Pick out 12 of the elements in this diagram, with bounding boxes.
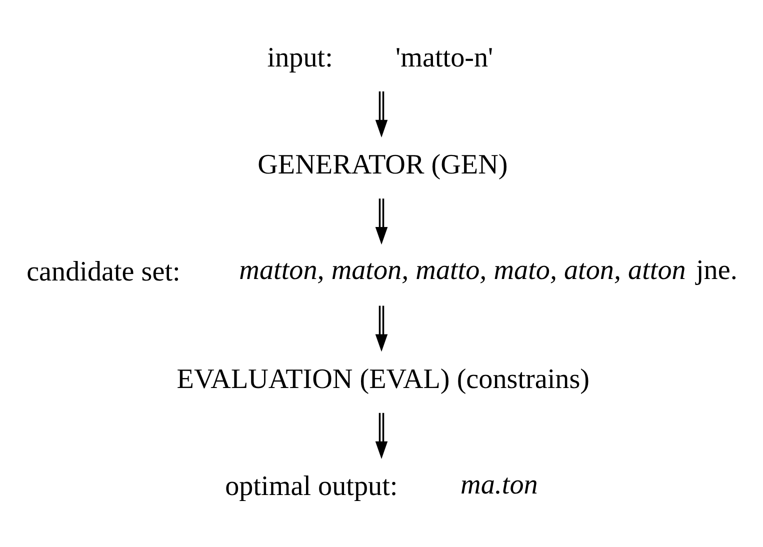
node-text: GENERATOR (GEN): [258, 149, 508, 180]
arrow: [375, 412, 388, 458]
arrow: [375, 198, 388, 244]
node-text: EVALUATION (EVAL) (constrains): [176, 363, 590, 394]
node-label: candidate set:: [26, 256, 180, 288]
node-label: input:: [267, 42, 333, 73]
arrow: [375, 305, 388, 352]
arrow: [375, 90, 388, 137]
node-text: matton, maton, matto, mato, aton, atton jne.: [239, 254, 738, 286]
node-text: 'matto-n': [396, 42, 494, 73]
node-label: optimal output:: [225, 470, 398, 502]
node-text: ma.ton: [460, 468, 538, 500]
